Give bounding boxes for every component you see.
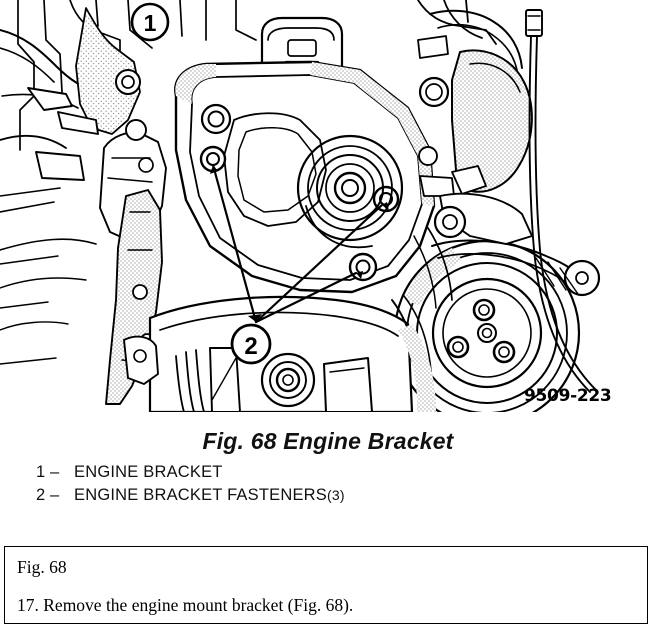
engine-background-right	[413, 0, 533, 309]
legend-item-2-dash: –	[50, 486, 60, 504]
figure-diagram: 1 2 9509-223	[0, 0, 612, 412]
engine-block-lower	[123, 295, 434, 412]
figure-caption: Fig. 68 Engine Bracket	[202, 428, 454, 454]
engine-bracket-part	[174, 60, 436, 294]
legend-item-2: 2 – ENGINE BRACKET FASTENERS (3)	[36, 484, 636, 507]
legend-item-1-label: ENGINE BRACKET	[74, 463, 223, 481]
leader-lines	[210, 163, 389, 324]
legend-item-1-dash: –	[50, 463, 60, 481]
legend-item-2-label: ENGINE BRACKET FASTENERS	[74, 486, 327, 504]
legend-item-2-number: 2	[36, 486, 46, 504]
legend-item-1-number: 1	[36, 463, 46, 481]
legend-item-1: 1 – ENGINE BRACKET	[36, 461, 636, 484]
legend-item-2-qty: (3)	[326, 487, 345, 503]
callout-2: 2	[230, 323, 272, 365]
control-cable	[525, 9, 597, 393]
crankshaft-pulley	[393, 239, 581, 412]
callout-2-label: 2	[244, 333, 257, 360]
instruction-figure-reference: Fig. 68	[17, 557, 67, 577]
instruction-step-text: 17. Remove the engine mount bracket (Fig…	[17, 595, 354, 615]
instruction-box: Fig. 68 17. Remove the engine mount brac…	[4, 546, 648, 624]
figure-legend: 1 – ENGINE BRACKET 2 – ENGINE BRACKET FA…	[36, 461, 636, 507]
engine-bracket-illustration: 1 2	[0, 0, 601, 412]
bracket-center-boss	[296, 134, 404, 249]
callout-1: 1	[130, 2, 170, 42]
callout-1-label: 1	[144, 10, 157, 36]
drawing-number: 9509-223	[524, 386, 612, 406]
